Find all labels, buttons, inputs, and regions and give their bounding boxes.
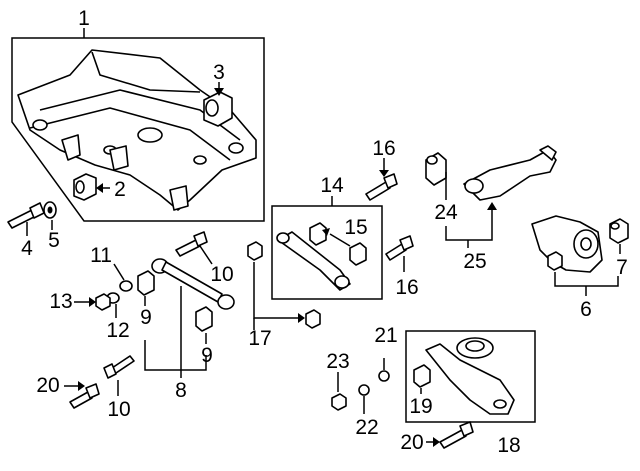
part-8-lateral-arm: [151, 258, 235, 310]
callout-12: 12: [106, 319, 129, 342]
bracket-6: [554, 272, 619, 287]
part-16-bolt-top: [365, 173, 398, 201]
part-19-bushing: [413, 364, 431, 388]
part-15-bushing-a: [309, 222, 327, 246]
callout-19: 19: [409, 395, 432, 418]
crossmember-part: [17, 49, 257, 211]
callout-20a: 20: [36, 374, 59, 397]
callout-4: 4: [21, 237, 33, 260]
part-7-bushing: [609, 218, 629, 244]
part-23-nut: [331, 393, 347, 411]
arrow-20a: [78, 381, 85, 391]
arrow-17: [298, 313, 305, 323]
callout-5: 5: [48, 229, 60, 252]
part-17-nut-a: [247, 241, 263, 261]
part-9-bushing-b: [195, 306, 213, 332]
callout-15: 15: [344, 216, 367, 239]
callout-18: 18: [497, 434, 520, 457]
callout-25: 25: [463, 250, 486, 273]
callout-2: 2: [114, 178, 126, 201]
callout-16a: 16: [372, 137, 395, 160]
part-2-bushing: [73, 173, 97, 201]
callout-21: 21: [374, 324, 397, 347]
part-13-nut: [95, 293, 111, 311]
bracket-8: [144, 340, 207, 371]
callout-8: 8: [175, 379, 187, 402]
part-6-knuckle: [531, 215, 603, 273]
part-18-lower-arm: [425, 337, 515, 415]
callout-23: 23: [326, 350, 349, 373]
arrow-16a: [379, 170, 389, 177]
part-6-bushing: [547, 251, 563, 271]
callout-17: 17: [248, 327, 271, 350]
callout-10a: 10: [210, 263, 233, 286]
part-9-bushing-a: [137, 270, 155, 296]
leader-11: [113, 263, 125, 281]
arrow-2: [96, 183, 103, 193]
callout-24: 24: [434, 201, 458, 224]
part-25-trailing-arm: [463, 145, 557, 201]
leader-10a: [199, 245, 213, 265]
part-24-bushing: [425, 152, 447, 186]
arrow-20b: [433, 437, 440, 447]
callout-13: 13: [49, 290, 72, 313]
part-11-washer: [119, 280, 133, 292]
part-20-bolt-left: [69, 383, 100, 409]
arrow-15a: [322, 228, 330, 236]
arrow-13: [89, 297, 96, 307]
part-15-bushing-b: [349, 242, 367, 266]
part-17-nut-b: [305, 309, 321, 329]
part-5-washer-hole: [47, 206, 53, 214]
part-21-washer: [378, 370, 390, 382]
callout-14: 14: [320, 174, 344, 197]
leader-17: [253, 262, 302, 319]
callout-22: 22: [355, 416, 378, 439]
part-10-bolt-upper: [175, 231, 208, 257]
part-3-bushing: [203, 91, 233, 127]
part-10-bolt-lower: [103, 355, 135, 379]
callout-9b: 9: [201, 344, 213, 367]
callout-11: 11: [90, 244, 112, 267]
part-22-washer: [358, 384, 370, 396]
callout-6: 6: [580, 298, 592, 321]
part-20-bolt-right: [439, 421, 474, 449]
callout-16b: 16: [395, 276, 418, 299]
bracket-25: [445, 206, 493, 241]
arrow-3: [214, 88, 224, 96]
callout-3: 3: [213, 61, 225, 84]
arrow-25: [487, 202, 497, 210]
callout-20b: 20: [400, 431, 423, 454]
crossmember-frame: [11, 37, 265, 222]
callout-7: 7: [616, 256, 628, 279]
box-14: [271, 205, 383, 300]
part-4-bolt: [7, 202, 45, 229]
leader-15: [329, 233, 351, 247]
part-16-bolt-right: [385, 235, 414, 261]
callout-9a: 9: [140, 306, 152, 329]
callout-10b: 10: [107, 398, 130, 421]
callout-1: 1: [78, 7, 90, 30]
part-14-upper-arm: [276, 231, 351, 291]
